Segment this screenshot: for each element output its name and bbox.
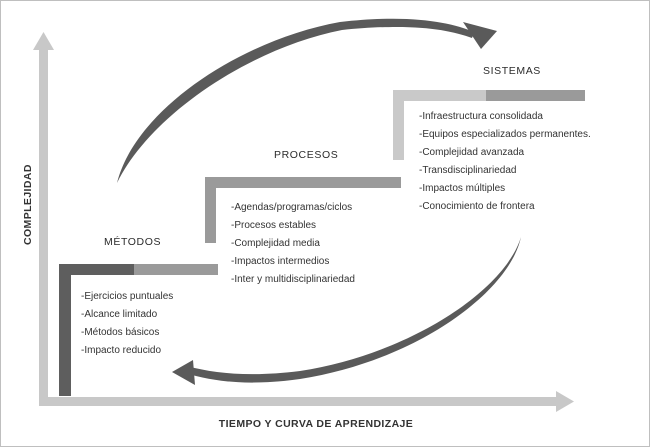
y-axis-label: COMPLEJIDAD <box>22 164 34 245</box>
procesos-item-list: -Agendas/programas/ciclos -Procesos esta… <box>231 202 355 285</box>
list-item: -Complejidad media <box>231 238 320 249</box>
metodos-bar-dark <box>59 264 134 275</box>
stage-procesos-bracket <box>205 177 401 243</box>
x-axis <box>39 391 574 412</box>
metodos-bar-vertical <box>59 264 71 396</box>
list-item: -Alcance limitado <box>81 309 158 320</box>
metodos-item-list: -Ejercicios puntuales -Alcance limitado … <box>81 291 173 356</box>
sistemas-item-list: -Infraestructura consolidada -Equipos es… <box>419 111 591 212</box>
curved-arrow-forward-head-icon <box>463 22 497 49</box>
list-item: -Transdisciplinariedad <box>419 165 516 176</box>
list-item: -Inter y multidisciplinariedad <box>231 274 355 285</box>
sistemas-bar-light <box>393 90 486 101</box>
list-item: -Equipos especializados permanentes. <box>419 129 591 140</box>
x-axis-line <box>39 397 559 406</box>
y-axis-arrow-icon <box>33 32 54 50</box>
list-item: -Infraestructura consolidada <box>419 111 543 122</box>
x-axis-label: TIEMPO Y CURVA DE APRENDIZAJE <box>219 418 413 430</box>
list-item: -Agendas/programas/ciclos <box>231 202 352 213</box>
curved-arrow-return <box>172 237 521 385</box>
sistemas-bar-vertical <box>393 90 404 160</box>
stage-sistemas-title: SISTEMAS <box>483 65 541 77</box>
metodos-bar-mid <box>134 264 218 275</box>
list-item: -Conocimiento de frontera <box>419 201 535 212</box>
list-item: -Impactos intermedios <box>231 256 329 267</box>
curved-arrow-forward-body <box>117 18 474 183</box>
list-item: -Complejidad avanzada <box>419 147 525 158</box>
list-item: -Impacto reducido <box>81 345 161 356</box>
list-item: -Ejercicios puntuales <box>81 291 173 302</box>
y-axis <box>33 32 54 398</box>
x-axis-arrow-icon <box>556 391 574 412</box>
stage-procesos-title: PROCESOS <box>274 149 338 161</box>
curved-arrow-forward <box>117 18 497 183</box>
list-item: -Métodos básicos <box>81 327 159 338</box>
stage-sistemas-bracket <box>393 90 585 160</box>
stage-metodos-bracket <box>59 264 218 396</box>
list-item: -Impactos múltiples <box>419 183 505 194</box>
procesos-bar-horizontal <box>205 177 401 188</box>
curved-arrow-return-head-icon <box>172 360 195 385</box>
list-item: -Procesos estables <box>231 220 316 231</box>
procesos-bar-vertical <box>205 177 216 243</box>
y-axis-line <box>39 48 48 398</box>
sistemas-bar-mid <box>486 90 585 101</box>
stage-metodos-title: MÉTODOS <box>104 235 161 248</box>
